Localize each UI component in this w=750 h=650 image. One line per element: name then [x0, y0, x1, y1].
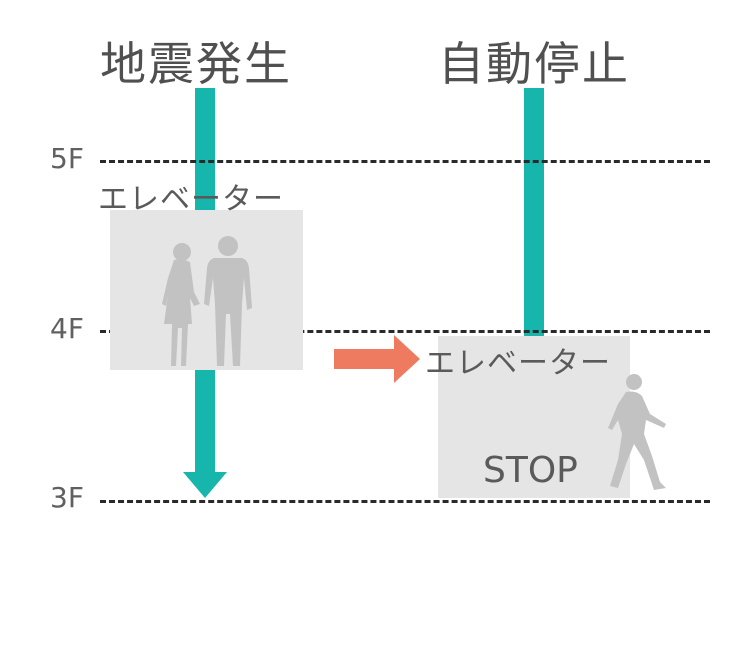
right-elevator-cab [438, 336, 630, 498]
left-shaft-top [195, 88, 215, 213]
walking-person-icon [608, 374, 666, 490]
right-elevator-label: エレベーター [425, 346, 611, 381]
floor-line-3f [100, 500, 710, 503]
down-arrow-icon [183, 472, 227, 498]
left-shaft-bottom [195, 368, 215, 478]
left-elevator-label: エレベーター [98, 182, 284, 217]
floor-line-4f [100, 330, 710, 333]
right-shaft [524, 88, 544, 336]
stop-label: STOP [483, 450, 578, 491]
floor-label-5f: 5F [50, 142, 84, 175]
floor-label-3f: 3F [50, 481, 84, 514]
floor-line-5f [100, 160, 710, 163]
floor-label-4f: 4F [50, 312, 84, 345]
couple-silhouette-icon [162, 236, 252, 366]
right-arrow-icon [334, 335, 420, 383]
heading-earthquake: 地震発生 [100, 37, 292, 91]
heading-auto-stop: 自動停止 [438, 37, 630, 91]
